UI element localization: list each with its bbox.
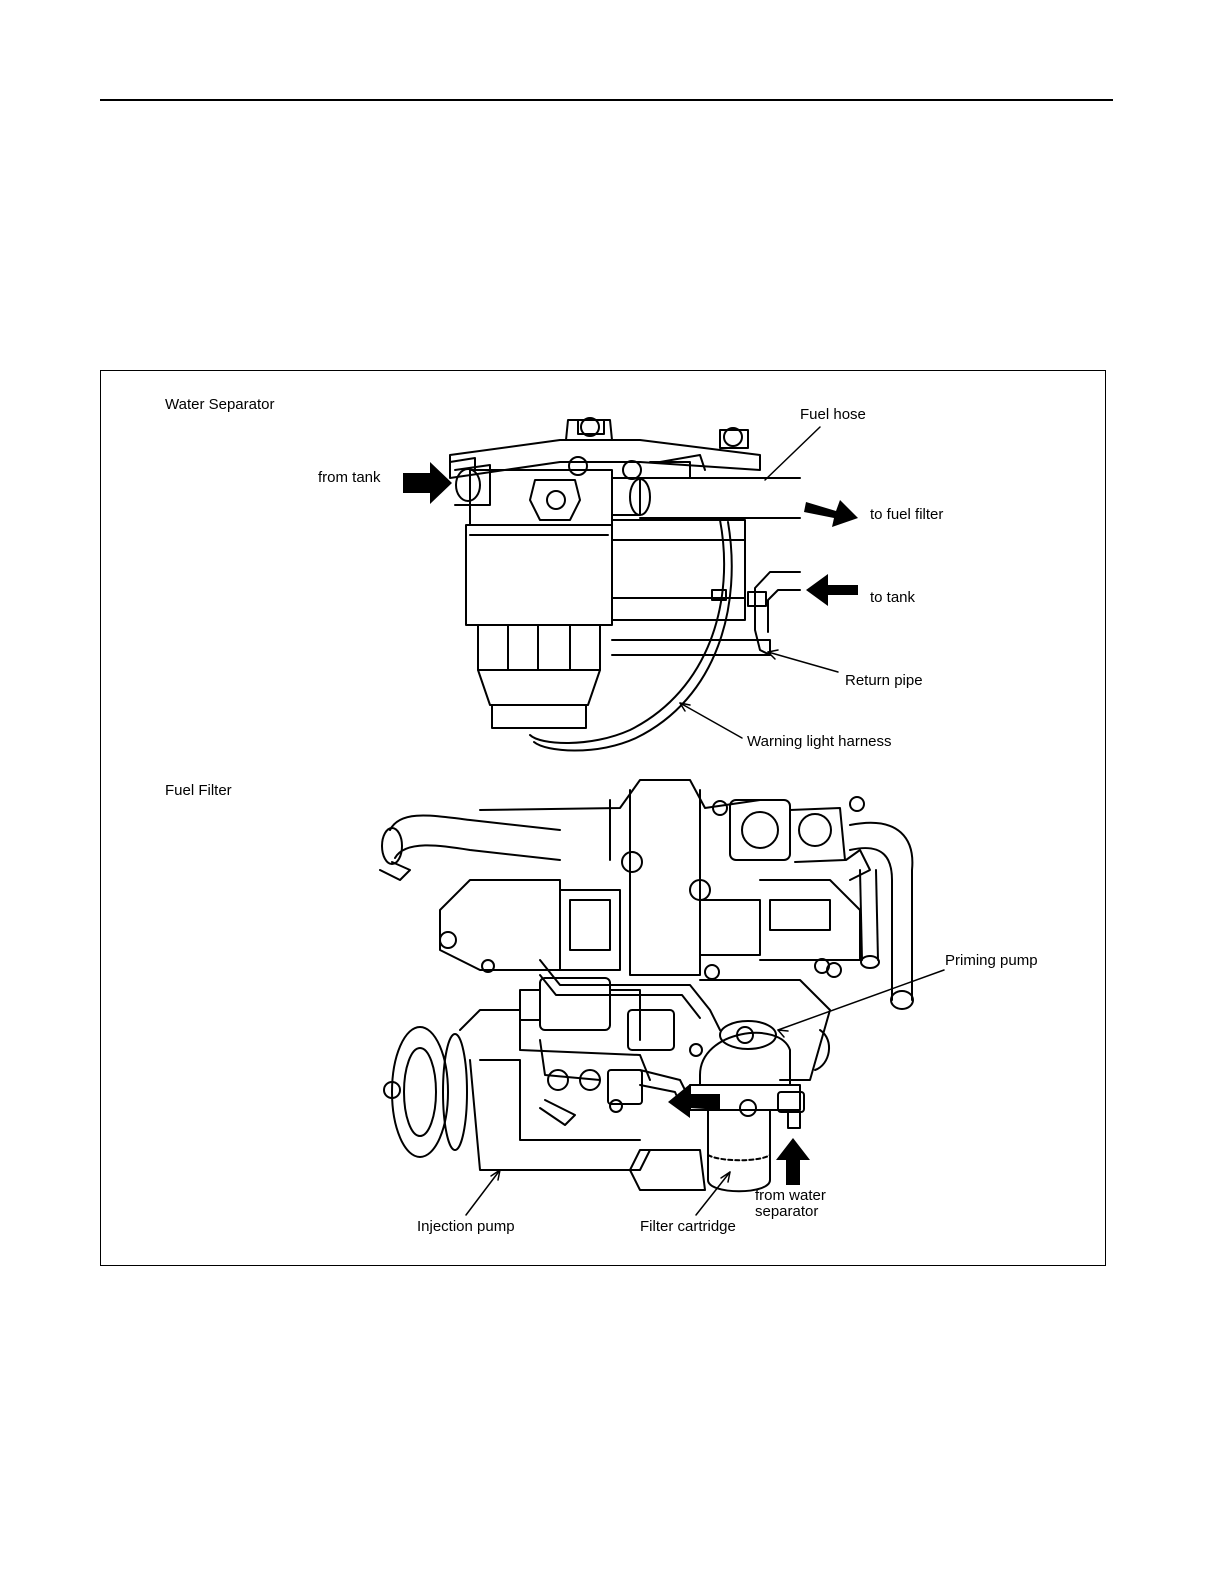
label-from-tank: from tank — [318, 470, 381, 486]
fuel-filter-illustration — [380, 780, 913, 1191]
label-fuel-hose: Fuel hose — [800, 407, 866, 423]
arrow-from-tank — [403, 462, 452, 504]
arrow-to-tank — [806, 574, 858, 606]
label-warning-light-harness: Warning light harness — [747, 734, 892, 750]
leader-fuel-hose — [765, 427, 820, 480]
water-separator-illustration — [450, 418, 800, 751]
arrow-into-injection-pump — [668, 1084, 720, 1118]
section-title-fuel-filter: Fuel Filter — [165, 783, 232, 799]
leader-priming-pump — [778, 970, 944, 1030]
label-from-water-separator-line1: from water — [755, 1188, 826, 1204]
fuel-filter-leaders — [466, 970, 944, 1215]
fuel-filter-arrows — [668, 1084, 810, 1185]
arrow-from-water-separator — [776, 1138, 810, 1185]
leader-return-pipe — [768, 652, 838, 672]
label-return-pipe: Return pipe — [845, 673, 923, 689]
label-from-water-separator-line2: separator — [755, 1204, 818, 1220]
label-to-tank: to tank — [870, 590, 915, 606]
leader-injection-pump — [466, 1170, 500, 1215]
arrow-to-fuel-filter — [804, 500, 858, 527]
leader-filter-cartridge — [696, 1172, 730, 1215]
leader-warning-harness — [680, 703, 742, 738]
label-priming-pump: Priming pump — [945, 953, 1038, 969]
label-filter-cartridge: Filter cartridge — [640, 1219, 736, 1235]
label-to-fuel-filter: to fuel filter — [870, 507, 943, 523]
label-injection-pump: Injection pump — [417, 1219, 515, 1235]
section-title-water-separator: Water Separator — [165, 397, 275, 413]
